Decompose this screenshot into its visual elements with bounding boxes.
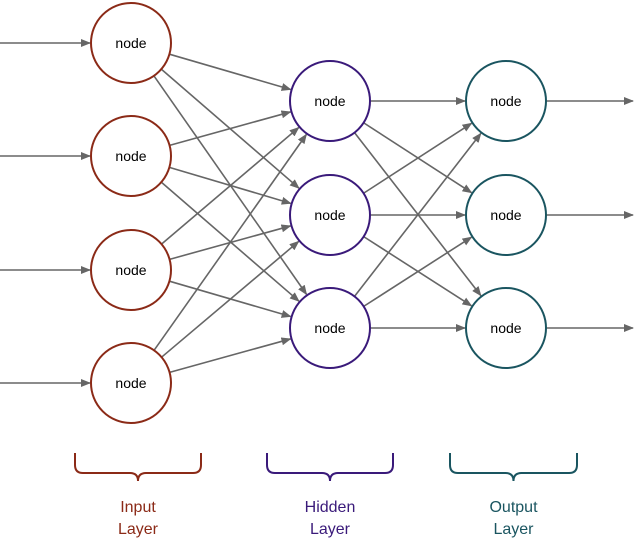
connection-edge xyxy=(169,53,292,91)
hidden-node-circle xyxy=(289,287,371,369)
input-node-circle xyxy=(90,115,172,197)
input-layer-label-line1: Input xyxy=(120,499,156,516)
node-label: node xyxy=(314,93,345,109)
connection-edge xyxy=(363,236,473,308)
node-label: node xyxy=(115,35,146,51)
connection-edge xyxy=(169,337,292,374)
input-node-circle xyxy=(90,2,172,84)
output-node-circle xyxy=(465,60,547,142)
hidden-node: node xyxy=(289,287,371,369)
input-node: node xyxy=(90,229,172,311)
input-layer-label-line2: Layer xyxy=(118,521,159,538)
node-label: node xyxy=(314,207,345,223)
hidden-layer-brace xyxy=(266,453,394,482)
edges-group xyxy=(0,39,634,387)
node-label: node xyxy=(115,375,146,391)
node-label: node xyxy=(314,320,345,336)
hidden-node-circle xyxy=(289,60,371,142)
connection-edge xyxy=(161,240,300,358)
hidden-layer-label-line1: Hidden xyxy=(305,499,356,516)
node-label: node xyxy=(115,148,146,164)
input-layer-brace xyxy=(74,453,202,482)
nodes-group: node node node node node node node node node node xyxy=(90,2,547,424)
output-layer-label-line1: Output xyxy=(489,499,538,516)
node-label: node xyxy=(490,93,521,109)
connection-edge xyxy=(353,132,482,297)
hidden-layer-label-line2: Layer xyxy=(310,521,351,538)
output-node-circle xyxy=(465,174,547,256)
connection-edge xyxy=(363,122,473,194)
output-node: node xyxy=(465,174,547,256)
output-node: node xyxy=(465,287,547,369)
connection-edge xyxy=(160,126,300,245)
node-label: node xyxy=(490,320,521,336)
hidden-node: node xyxy=(289,60,371,142)
input-node: node xyxy=(90,342,172,424)
connection-edge xyxy=(153,133,308,351)
output-layer-label-line2: Layer xyxy=(493,521,534,538)
node-label: node xyxy=(115,262,146,278)
node-label: node xyxy=(490,207,521,223)
output-layer-brace xyxy=(449,453,578,482)
input-node: node xyxy=(90,115,172,197)
hidden-node-circle xyxy=(289,174,371,256)
input-node-circle xyxy=(90,342,172,424)
connection-edge xyxy=(169,110,292,147)
output-node-circle xyxy=(465,287,547,369)
input-node-circle xyxy=(90,229,172,311)
output-node: node xyxy=(465,60,547,142)
input-node: node xyxy=(90,2,172,84)
hidden-node: node xyxy=(289,174,371,256)
